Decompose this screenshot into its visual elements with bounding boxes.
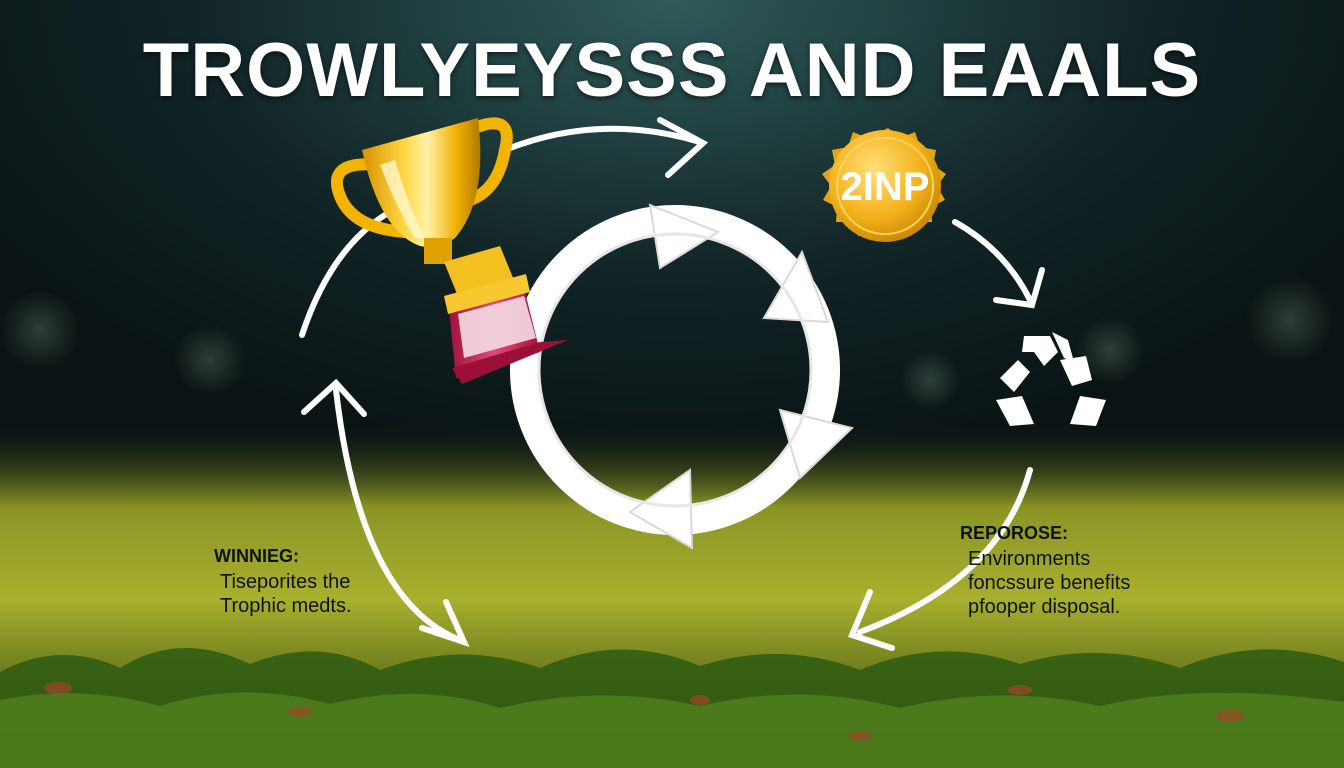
caption-winning: WINNIEG: Tiseporites the Trophic medts. [214, 544, 414, 618]
trophy-icon [330, 117, 568, 384]
caption-repurpose: REPOROSE: Environments foncssure benefit… [960, 521, 1200, 619]
page-title: TROWLYEYSSS AND EAALS [142, 28, 1202, 113]
arrow-head-left-lower [419, 599, 470, 648]
arrow-trophy-to-medal [502, 125, 703, 153]
arrow-bottom-to-left [333, 387, 463, 643]
caption-line: foncssure benefits [968, 572, 1131, 594]
caption-line: Environments [968, 548, 1091, 570]
recycle-icon [996, 332, 1106, 426]
medal-label: 2INP [841, 165, 930, 209]
arrow-head-right-upper [993, 267, 1045, 309]
caption-line: Trophic medts. [220, 595, 352, 617]
arrow-recycle-to-bottom [857, 467, 1033, 635]
caption-line: Tiseporites the [220, 571, 351, 593]
central-cycle-ring [510, 203, 854, 550]
medal-icon: 2INP [822, 128, 946, 242]
caption-heading: WINNIEG: [214, 546, 299, 566]
arrow-head-left-upper [301, 378, 367, 417]
arrow-left-to-trophy [299, 212, 388, 338]
ring-arrow-4 [628, 468, 694, 550]
arrow-medal-to-recycle [952, 219, 1033, 303]
outer-arrows [299, 117, 1045, 651]
caption-heading: REPOROSE: [960, 523, 1069, 543]
arrow-head-right-lower [847, 589, 895, 651]
caption-line: pfooper disposal. [968, 596, 1121, 618]
arrow-head-top [657, 117, 709, 178]
